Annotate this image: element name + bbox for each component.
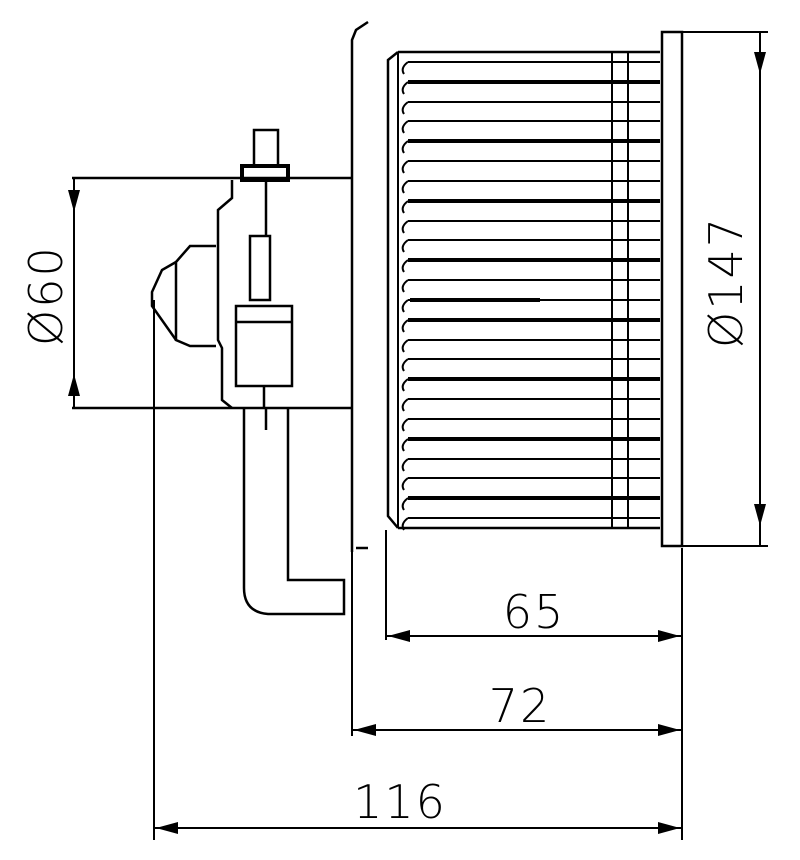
fan-blade-hook bbox=[401, 477, 409, 491]
fan-blade-hook bbox=[401, 517, 409, 531]
fan-blade-hook bbox=[401, 497, 409, 511]
fan-blade-hook bbox=[401, 259, 409, 273]
fan-blade-hook bbox=[401, 438, 409, 452]
housing-width-label: 72 bbox=[489, 679, 552, 733]
motor-diameter-label: Ø60 bbox=[19, 245, 73, 346]
dimension-fan-diameter: Ø147 bbox=[682, 31, 768, 547]
fan-blade-hook bbox=[401, 120, 409, 134]
terminal-block bbox=[234, 304, 294, 408]
fan-blade-hook bbox=[401, 279, 409, 293]
fan-wheel bbox=[386, 50, 660, 531]
fan-width-label: 65 bbox=[503, 585, 566, 639]
fan-blade-hook bbox=[401, 140, 409, 154]
fan-blade-hook bbox=[401, 319, 409, 333]
fan-blade-hook bbox=[401, 61, 409, 75]
fan-blade-hook bbox=[401, 378, 409, 392]
fan-blade-hook bbox=[401, 358, 409, 372]
air-tube bbox=[242, 408, 346, 616]
fan-blade-hook bbox=[401, 81, 409, 95]
connector-post bbox=[240, 128, 290, 302]
fan-blade-hook bbox=[401, 418, 409, 432]
fan-blade-hook bbox=[401, 180, 409, 194]
dimension-motor-diameter: Ø60 bbox=[19, 178, 80, 408]
dimension-housing-width: 72 bbox=[351, 552, 682, 736]
fan-blade-hook bbox=[401, 200, 409, 214]
fan-blade-hook bbox=[401, 160, 409, 174]
fan-blade-hook bbox=[401, 339, 409, 353]
fan-blade-hook bbox=[401, 299, 409, 313]
fan-blade-hook bbox=[401, 458, 409, 472]
dimension-overall-length: 116 bbox=[153, 300, 682, 840]
fan-diameter-label: Ø147 bbox=[699, 216, 753, 348]
motor-body bbox=[72, 176, 352, 410]
fan-end-plate bbox=[660, 30, 684, 548]
overall-length-label: 116 bbox=[353, 775, 447, 829]
fan-blade-hook bbox=[401, 220, 409, 234]
fan-blade-hook bbox=[401, 239, 409, 253]
fan-blade-hook bbox=[401, 398, 409, 412]
mounting-plate bbox=[350, 20, 369, 552]
fan-blade-hook bbox=[401, 101, 409, 115]
dimension-fan-width: 65 bbox=[385, 530, 683, 840]
